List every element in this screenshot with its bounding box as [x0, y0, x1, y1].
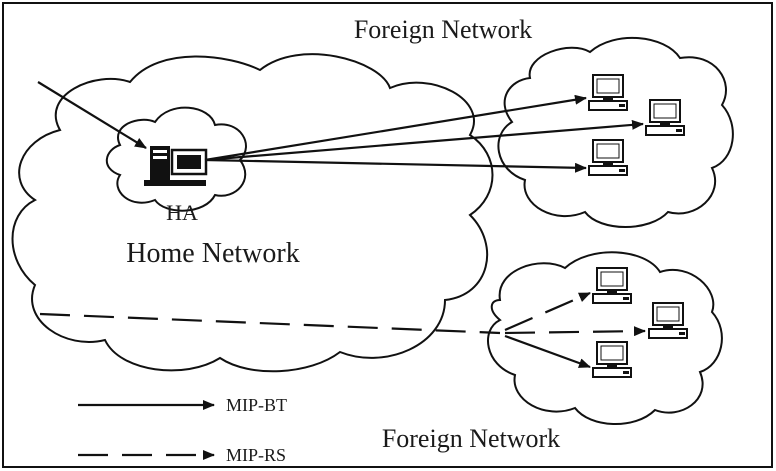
- ha-label: HA: [166, 200, 198, 225]
- mip-bt-arrow: [204, 119, 644, 162]
- mip-rs-arrow: [504, 291, 591, 332]
- computer-icon: [648, 302, 688, 339]
- computer-icon: [588, 74, 628, 111]
- mip-rs-dashed-line: [39, 312, 501, 335]
- mip-rs-arrow: [504, 334, 591, 369]
- computer-icon: [592, 267, 632, 304]
- legend-mip-bt-label: MIP-BT: [226, 395, 287, 415]
- computer-icon: [645, 99, 685, 136]
- home-network-cloud: [11, 53, 494, 373]
- computer-icon: [592, 341, 632, 378]
- mip-rs-arrow: [504, 326, 646, 337]
- home-network-label: Home Network: [126, 238, 299, 269]
- server-icon: [144, 146, 208, 186]
- foreign-network-label-top: Foreign Network: [354, 15, 532, 44]
- foreign-network-cloud-top: [497, 36, 734, 228]
- computer-icon: [588, 139, 628, 176]
- legend: MIP-BT MIP-RS: [78, 395, 287, 465]
- mip-bt-arrow: [204, 158, 587, 173]
- legend-mip-rs-label: MIP-RS: [226, 445, 286, 465]
- mip-bt-arrow: [204, 94, 587, 162]
- foreign-network-label-bottom: Foreign Network: [382, 424, 560, 453]
- foreign-network-cloud-bottom: [487, 251, 723, 425]
- incoming-arrow: [37, 81, 147, 149]
